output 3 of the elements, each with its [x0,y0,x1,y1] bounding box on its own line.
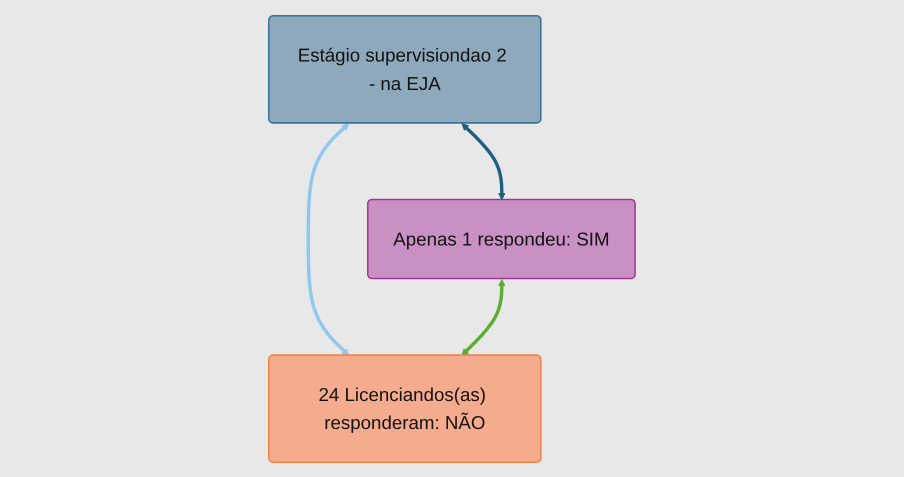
arrow [462,122,506,200]
arrow [461,278,506,356]
arrow [306,122,350,356]
